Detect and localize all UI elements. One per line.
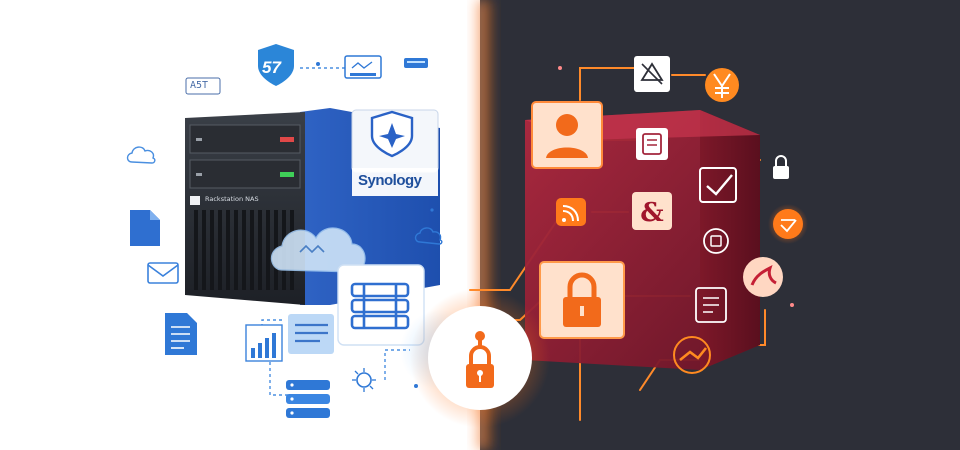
- shield-icon: [258, 44, 294, 86]
- database-stack-icon: [337, 264, 425, 346]
- padlock-icon: [466, 331, 494, 388]
- lock-icon: [773, 155, 789, 179]
- card-icon: [636, 128, 668, 160]
- tool-icon: [743, 257, 783, 297]
- keyboard-icon: [404, 58, 428, 68]
- brand-label: Synology: [358, 172, 422, 189]
- currency-icon: [705, 68, 739, 102]
- list-doc-icon: [288, 314, 334, 354]
- device-icon: [634, 56, 670, 92]
- dot: [558, 66, 562, 70]
- dot: [430, 208, 434, 212]
- model-label: Rackstation NAS: [205, 195, 259, 203]
- document-check-icon: [695, 287, 727, 323]
- lock-large-icon: [539, 261, 625, 339]
- dot: [790, 303, 794, 307]
- network-node-icon: [352, 368, 376, 392]
- shield-check-icon: [768, 204, 808, 244]
- bar-chart-icon: [245, 324, 283, 362]
- cloud-network-icon: [414, 227, 443, 245]
- shield-badge-label: 57: [262, 58, 281, 77]
- chip-label-box: [185, 77, 221, 95]
- checklist-icon: [699, 167, 737, 203]
- file-icon: [130, 210, 160, 246]
- monitor-icon: [344, 55, 382, 79]
- document-icon: [165, 313, 197, 355]
- rss-icon: [556, 198, 586, 226]
- dot: [316, 62, 320, 66]
- cloud-overlay: [270, 227, 366, 273]
- gear-lock-icon: &: [632, 192, 672, 230]
- chart-icon: [673, 336, 711, 374]
- cloud-icon: [126, 146, 156, 164]
- mail-icon: [147, 262, 179, 284]
- safe-icon: [703, 228, 729, 254]
- user-icon: [531, 101, 603, 169]
- chip-label: A5T: [190, 80, 209, 91]
- svg-text:&: &: [640, 198, 663, 228]
- center-lock: [400, 288, 550, 428]
- server-stack-icon: [286, 380, 330, 418]
